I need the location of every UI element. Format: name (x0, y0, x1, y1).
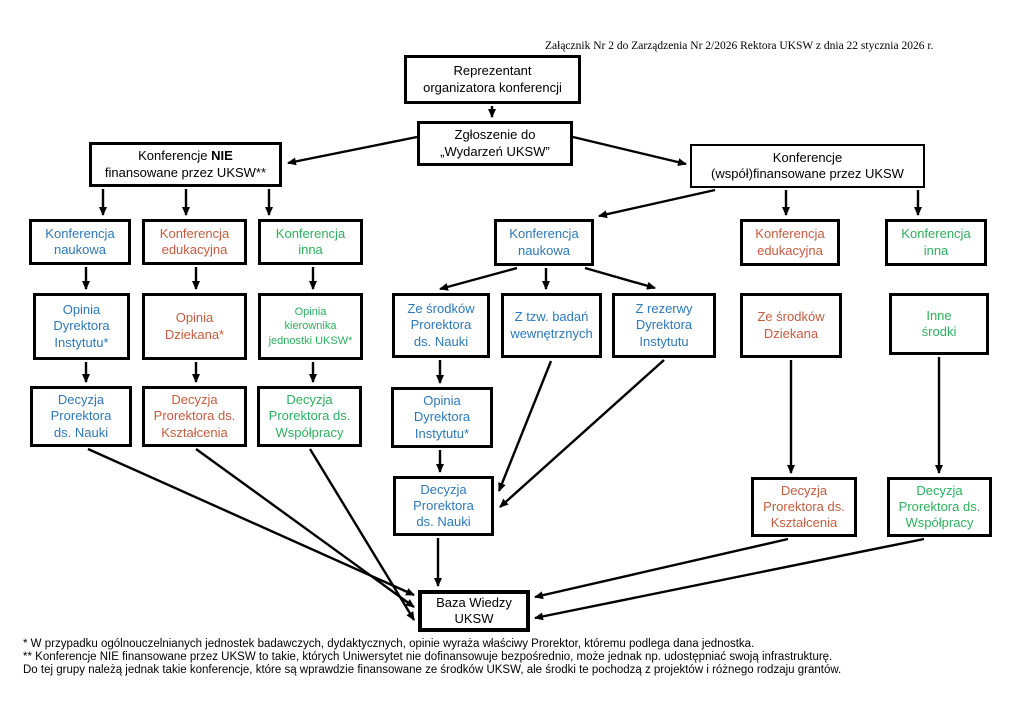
arrow-decyzja-ksztalcenia-baza (195, 448, 415, 608)
attachment-note: Załącznik Nr 2 do Zarządzenia Nr 2/2026 … (545, 40, 934, 52)
box-konferencje-wspol: Konferencje(współ)finansowane przez UKSW (690, 144, 925, 188)
footnotes: * W przypadku ogólnouczelnianych jednost… (23, 638, 841, 676)
arrow-zgloszenie-konf-wspol (572, 135, 687, 167)
arrow-wspol-naukowa (598, 188, 716, 219)
arrow-z-rezerwy-decyzja2 (499, 359, 665, 508)
box-zgloszenie: Zgłoszenie do„Wydarzeń UKSW” (417, 121, 573, 166)
footnote-2: ** Konferencje NIE finansowane przez UKS… (23, 650, 833, 663)
arrow-zgloszenie-konf-nie (287, 135, 418, 166)
arrow-decyzja-ksztalcenia2-baza (534, 537, 789, 600)
footnote-3: Do tej grupy należą jednak takie konfere… (23, 663, 842, 676)
arrow-naukowa2-z-rezerwy (584, 266, 656, 290)
arrow-decyzja-wspolpracy-baza (308, 448, 416, 621)
arrow-z-badan-decyzja2 (497, 360, 553, 492)
footnote-1: * W przypadku ogólnouczelnianych jednost… (23, 638, 755, 650)
arrow-decyzja-nauki-baza (87, 447, 415, 597)
arrow-decyzja-wspolpracy2-baza (534, 537, 925, 621)
arrow-naukowa2-ze-srodkow (439, 266, 518, 291)
box-konferencje-nie: Konferencje NIE finansowane przez UKSW** (89, 142, 282, 187)
